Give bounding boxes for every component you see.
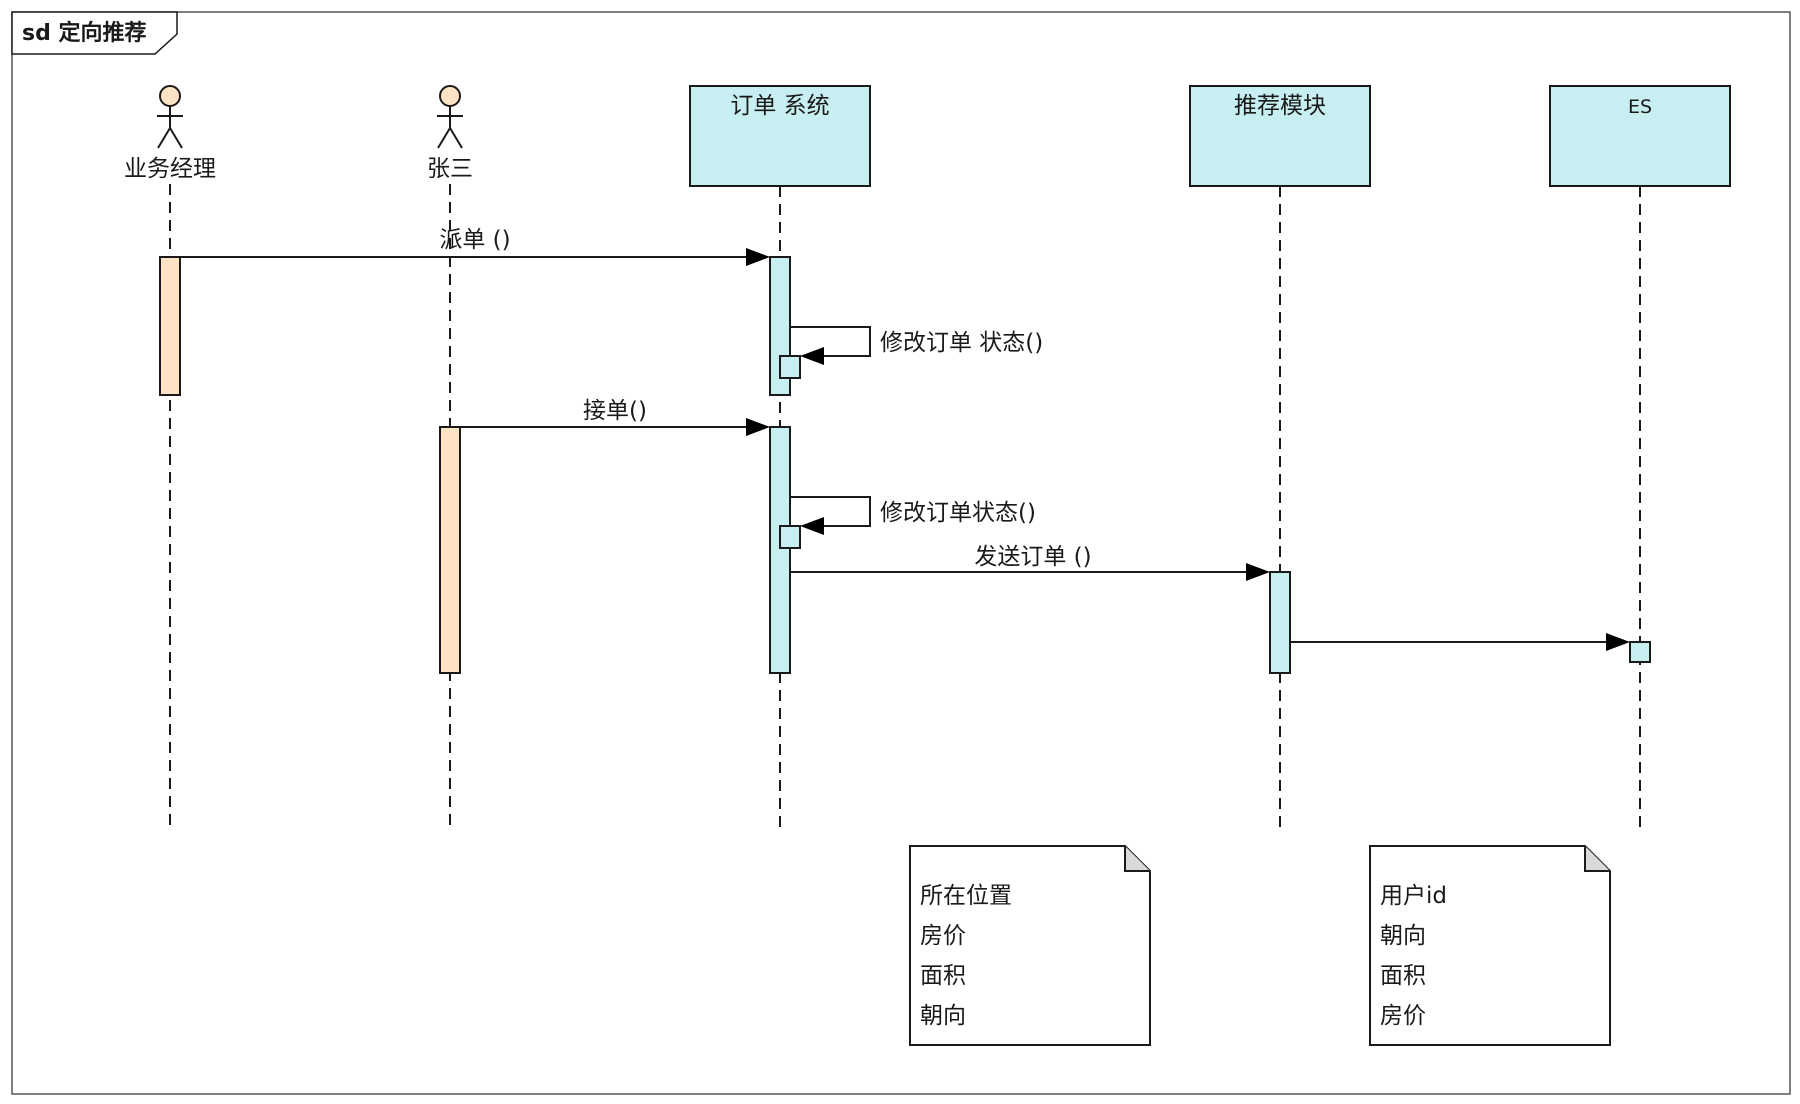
- message-dispatch-arrowhead-icon: [746, 248, 770, 266]
- note-left-line: 朝向: [920, 1003, 966, 1029]
- activation-manager: [159, 256, 181, 396]
- activation-order-system-self-1: [779, 355, 801, 379]
- note-left-line: 面积: [920, 963, 966, 989]
- activation-order-system-2: [769, 426, 791, 674]
- note-right-line: 房价: [1380, 1003, 1426, 1029]
- message-modify-status-2-arrowhead-icon: [800, 517, 824, 535]
- message-send-order: 发送订单 (): [790, 544, 1270, 581]
- message-to-es-arrowhead-icon: [1606, 633, 1630, 651]
- lifeline-recommend-module-label: 推荐模块: [1234, 93, 1326, 119]
- frame-title-tab: [11, 11, 178, 55]
- activation-zhangsan: [439, 426, 461, 674]
- lifeline-es-label: ES: [1628, 96, 1652, 118]
- message-to-es: [1290, 633, 1630, 651]
- activation-es: [1629, 641, 1651, 663]
- actor-zhangsan: 张三: [427, 85, 473, 182]
- lifeline-recommend-module-head: 推荐模块: [1189, 85, 1371, 187]
- message-modify-status-1-arrowhead-icon: [800, 347, 824, 365]
- message-dispatch-label: 派单 (): [439, 227, 510, 253]
- actor-manager: 业务经理: [124, 85, 216, 182]
- actor-zhangsan-figure-icon: [439, 85, 461, 107]
- lifeline-recommend-module-box: [1189, 85, 1371, 187]
- note-right-fold-icon: [1584, 846, 1610, 872]
- activation-order-system-self-2: [779, 525, 801, 549]
- note-right-line: 朝向: [1380, 923, 1426, 949]
- actor-zhangsan-label: 张三: [427, 156, 473, 182]
- message-modify-status-2-label: 修改订单状态(): [880, 500, 1036, 526]
- note-left-line: 房价: [920, 923, 966, 949]
- actor-manager-figure-icon: [159, 85, 181, 107]
- lifeline-order-system-box: [689, 85, 871, 187]
- diagram-frame: [11, 11, 1791, 1095]
- lifeline-es-head: ES: [1549, 85, 1731, 187]
- lifeline-order-system-label: 订单 系统: [730, 93, 829, 119]
- actor-manager-label: 业务经理: [124, 156, 216, 182]
- message-accept: 接单(): [460, 398, 770, 436]
- note-left-line: 所在位置: [920, 883, 1012, 909]
- activation-recommend-module: [1269, 571, 1291, 674]
- message-modify-status-1: 修改订单 状态(): [790, 326, 1043, 365]
- lifeline-order-system-head: 订单 系统: [689, 85, 871, 187]
- frame-title: sd 定向推荐: [22, 20, 147, 46]
- note-right-line: 用户id: [1380, 883, 1447, 909]
- message-send-order-label: 发送订单 (): [974, 544, 1091, 570]
- note-right: 用户id 朝向 面积 房价: [1369, 845, 1611, 1046]
- note-left-fold-icon: [1124, 846, 1150, 872]
- message-modify-status-2: 修改订单状态(): [790, 496, 1036, 535]
- note-right-body: [1369, 845, 1611, 1046]
- message-send-order-arrowhead-icon: [1246, 563, 1270, 581]
- lifeline-es-box: [1549, 85, 1731, 187]
- note-left-body: [909, 845, 1151, 1046]
- message-dispatch: 派单 (): [180, 227, 770, 266]
- message-accept-arrowhead-icon: [746, 418, 770, 436]
- message-accept-label: 接单(): [583, 398, 647, 424]
- note-left: 所在位置 房价 面积 朝向: [909, 845, 1151, 1046]
- message-modify-status-1-label: 修改订单 状态(): [880, 330, 1043, 356]
- note-right-line: 面积: [1380, 963, 1426, 989]
